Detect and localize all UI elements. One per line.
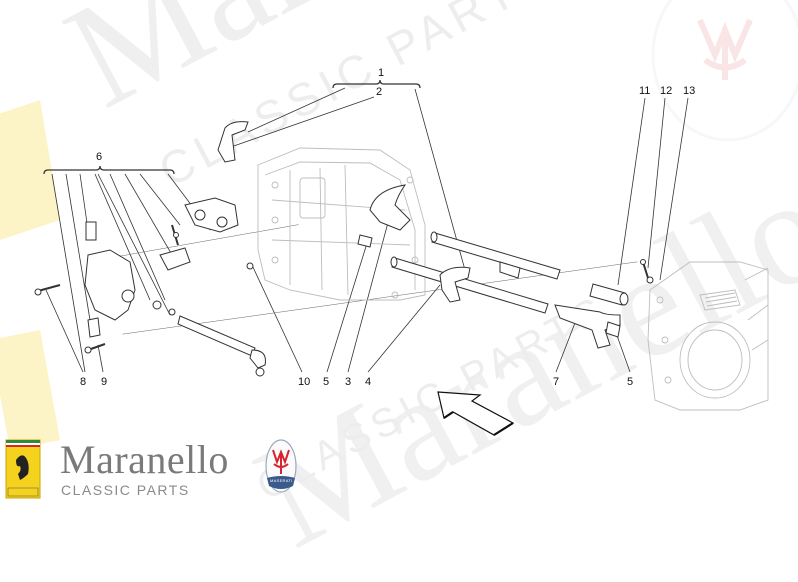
fasteners-12-13: [640, 259, 654, 284]
callout-5-left: 5: [323, 376, 330, 388]
shift-rods: [390, 231, 629, 314]
bracket-1: [332, 79, 421, 89]
callout-11: 11: [639, 85, 651, 97]
callout-4: 4: [365, 376, 372, 388]
maserati-badge-icon: [265, 439, 297, 493]
shift-forks: [217, 121, 621, 349]
ferrari-badge-icon: [5, 439, 41, 499]
callout-6: 6: [96, 151, 103, 163]
actuator-assembly: [34, 197, 266, 377]
bracket-6: [43, 165, 175, 175]
callout-13: 13: [683, 85, 696, 97]
ferrari-watermark-icon: [0, 100, 60, 450]
callout-2: 2: [376, 86, 383, 98]
callout-1: 1: [378, 67, 385, 79]
maserati-badge-label: MASERATI: [270, 478, 293, 483]
callout-3: 3: [345, 376, 352, 388]
front-direction-arrow: [437, 391, 515, 436]
brand-name: Maranello: [60, 437, 229, 482]
callout-9: 9: [101, 376, 108, 388]
brand-footer: MASERATI: [0, 430, 300, 503]
brand-tagline: CLASSIC PARTS: [61, 482, 190, 498]
callout-7: 7: [553, 376, 560, 388]
callout-8: 8: [80, 376, 87, 388]
gearbox-rear-case: [647, 261, 769, 411]
exploded-parts-drawing: [34, 79, 769, 436]
gearbox-case: [257, 147, 426, 301]
callout-10: 10: [298, 376, 311, 388]
background-logos: [0, 0, 798, 450]
callout-5-right: 5: [627, 376, 634, 388]
callout-12: 12: [660, 85, 673, 97]
maserati-watermark-icon: [651, 0, 798, 142]
